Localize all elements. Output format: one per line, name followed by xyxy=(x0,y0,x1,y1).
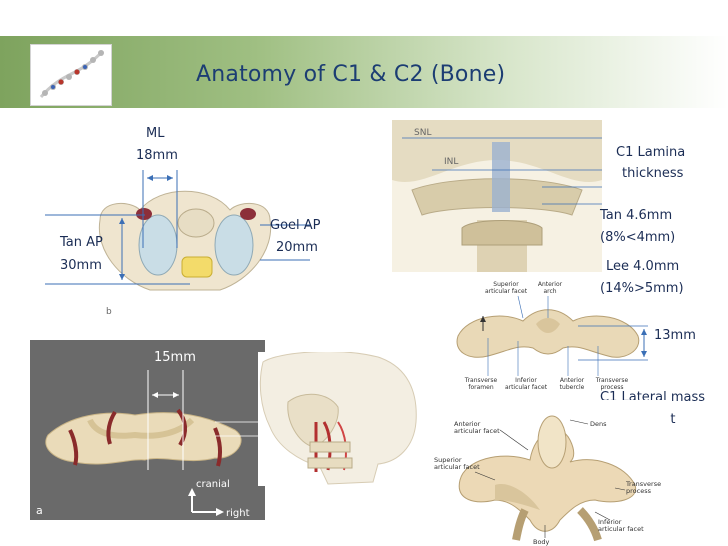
c1-specimen-photo: cranial right a xyxy=(30,340,265,520)
tan-thickness-percent: (8%<4mm) xyxy=(600,230,676,245)
svg-text:a: a xyxy=(36,504,43,517)
header-band xyxy=(0,36,728,108)
c1-lamina-label-2: thickness xyxy=(622,166,684,181)
svg-text:cranial: cranial xyxy=(196,479,230,490)
page-title: Anatomy of C1 & C2 (Bone) xyxy=(196,62,506,87)
c1-lamina-label: C1 Lamina xyxy=(616,145,686,160)
cervical-xray-diagram: SNL INL xyxy=(392,120,602,272)
c2-dens-label: Dens xyxy=(590,420,607,428)
svg-text:SNL: SNL xyxy=(414,128,431,138)
tan-thickness-label: Tan 4.6mm xyxy=(600,208,673,223)
goel-ap-value: 20mm xyxy=(276,240,318,255)
svg-text:b: b xyxy=(106,307,112,317)
tan-ap-value: 30mm xyxy=(60,258,102,273)
lee-thickness-percent: (14%>5mm) xyxy=(600,281,684,296)
tan-ap-label: Tan AP xyxy=(60,235,103,250)
lee-thickness-label: Lee 4.0mm xyxy=(606,259,680,274)
skull-lateral-illustration xyxy=(258,352,418,486)
svg-text:right: right xyxy=(226,508,250,519)
spine-logo xyxy=(30,44,112,106)
ml-label: ML xyxy=(146,126,165,141)
specimen-width-label: 15mm xyxy=(154,350,196,365)
c2-body-label: Body xyxy=(533,538,550,546)
goel-ap-label: Goel AP xyxy=(270,218,321,233)
ml-value: 18mm xyxy=(136,148,178,163)
lateral-mass-value: 13mm xyxy=(654,328,696,343)
c1-superior-view-diagram: b xyxy=(45,170,310,317)
svg-text:INL: INL xyxy=(444,157,458,167)
